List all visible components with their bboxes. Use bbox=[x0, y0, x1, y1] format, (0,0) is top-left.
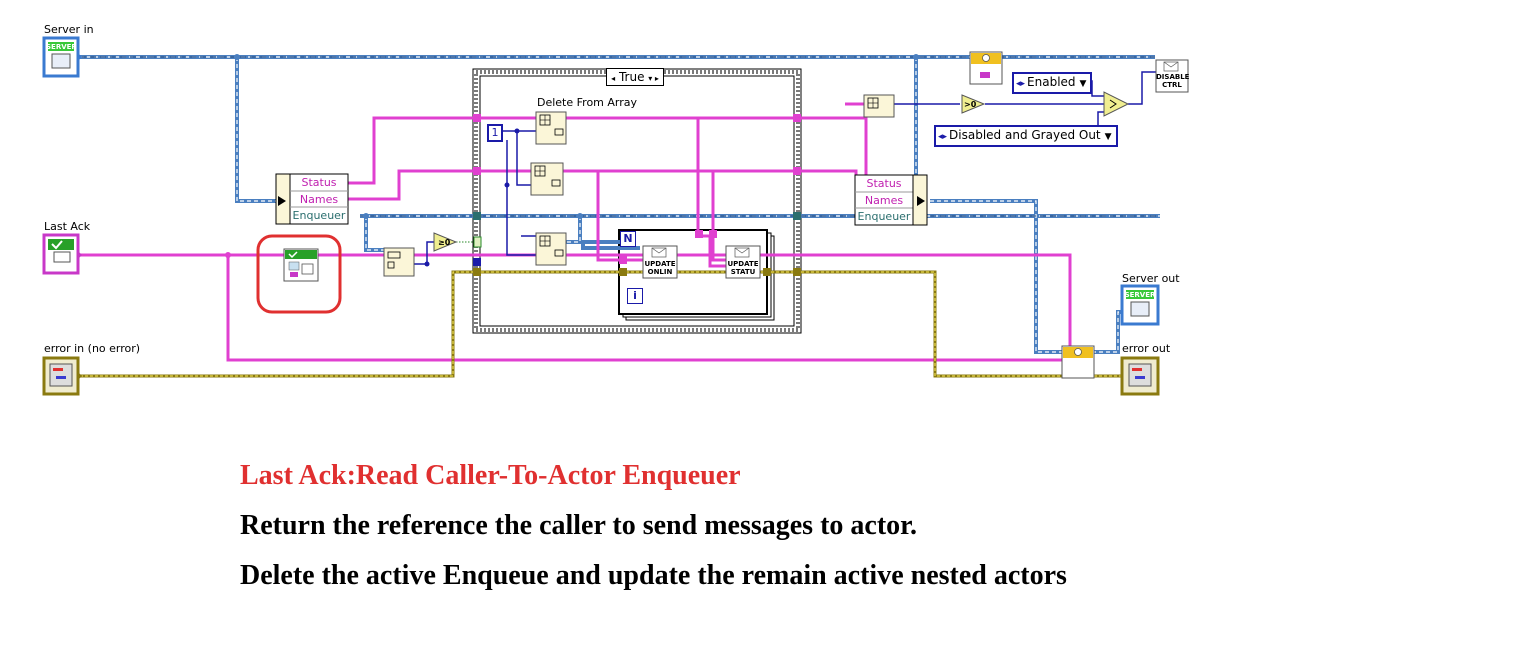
loop-iteration-terminal: i bbox=[627, 288, 643, 304]
delete-from-array-node-1[interactable] bbox=[535, 111, 567, 145]
server-out-icon-text: SERVER bbox=[1124, 291, 1156, 299]
server-in-icon-text: SERVER bbox=[46, 43, 77, 51]
cluster-wires bbox=[80, 55, 1160, 354]
error-out-label: error out bbox=[1122, 342, 1171, 355]
ring-increment-icon: ◂▸ bbox=[1016, 79, 1026, 89]
error-wires bbox=[80, 270, 1124, 378]
enabled-ring-value: Enabled bbox=[1027, 75, 1076, 89]
error-in-label: error in (no error) bbox=[44, 342, 141, 355]
greater-zero-text: >0 bbox=[964, 100, 977, 109]
string-array-wires bbox=[80, 102, 1072, 362]
bundle-field-names[interactable]: Names bbox=[864, 194, 904, 207]
unbundle-field-status[interactable]: Status bbox=[301, 176, 337, 189]
delete-from-array-node-2[interactable] bbox=[530, 162, 564, 196]
server-property-node-bottom[interactable] bbox=[1061, 345, 1095, 379]
numeric-wires bbox=[414, 71, 1158, 265]
update-online-label: UPDATE ONLIN bbox=[644, 260, 676, 276]
server-out-terminal-icon[interactable] bbox=[1120, 284, 1160, 326]
last-ack-terminal-icon[interactable] bbox=[42, 233, 82, 275]
error-out-terminal-icon[interactable] bbox=[1120, 356, 1160, 396]
update-status-label: UPDATE STATU bbox=[727, 260, 759, 276]
select-function-icon[interactable] bbox=[1103, 91, 1130, 117]
case-selector-value: True bbox=[618, 70, 645, 84]
error-in-terminal-icon[interactable] bbox=[42, 356, 82, 396]
delete-from-array-node-3[interactable] bbox=[535, 232, 567, 266]
unbundle-field-names[interactable]: Names bbox=[299, 193, 339, 206]
unbundle-by-name[interactable] bbox=[275, 173, 349, 225]
server-in-terminal-icon[interactable] bbox=[42, 36, 82, 78]
disable-ctrl-subvi-icon[interactable] bbox=[1155, 59, 1189, 93]
chevron-down-icon: ▼ bbox=[1104, 132, 1112, 142]
update-online-subvi-icon[interactable] bbox=[642, 245, 678, 279]
disable-ctrl-label: DISABLE CTRL bbox=[1156, 73, 1190, 89]
case-tunnels bbox=[473, 114, 801, 276]
update-status-subvi-icon[interactable] bbox=[725, 245, 761, 279]
loop-count-terminal[interactable]: N bbox=[620, 231, 636, 247]
index-constant[interactable]: 1 bbox=[487, 124, 503, 142]
disabled-ring-constant[interactable]: ◂▸Disabled and Grayed Out▼ bbox=[934, 125, 1118, 147]
delete-from-array-label: Delete From Array bbox=[537, 96, 638, 109]
enabled-ring-constant[interactable]: ◂▸Enabled▼ bbox=[1012, 72, 1093, 94]
bundle-field-status[interactable]: Status bbox=[866, 177, 902, 190]
read-enqueuer-subvi-icon[interactable] bbox=[256, 234, 342, 314]
chevron-down-icon: ▼ bbox=[1079, 79, 1087, 89]
boolean-indicator-icon bbox=[473, 236, 482, 248]
caption-line-1: Return the reference the caller to send … bbox=[240, 510, 918, 541]
greater-equal-zero-icon[interactable] bbox=[433, 232, 458, 252]
ring-increment-icon: ◂▸ bbox=[938, 132, 948, 142]
last-ack-label: Last Ack bbox=[44, 220, 91, 233]
greater-equal-zero-text: ≥0 bbox=[438, 238, 451, 247]
caption-line-2: Delete the active Enqueue and update the… bbox=[240, 560, 1067, 591]
caption-title: Last Ack:Read Caller-To-Actor Enqueuer bbox=[240, 460, 741, 491]
server-in-label: Server in bbox=[44, 23, 94, 36]
server-property-node-top[interactable] bbox=[969, 51, 1003, 85]
bundle-by-name[interactable] bbox=[854, 174, 928, 226]
server-out-label: Server out bbox=[1122, 272, 1180, 285]
unbundle-field-enqueuer[interactable]: Enqueuer bbox=[292, 209, 346, 222]
wire-junctions bbox=[225, 54, 919, 267]
disabled-ring-value: Disabled and Grayed Out bbox=[949, 128, 1101, 142]
bundle-field-enqueuer[interactable]: Enqueuer bbox=[857, 210, 911, 223]
array-size-function-icon[interactable] bbox=[863, 94, 895, 118]
search-array-function-icon[interactable] bbox=[383, 247, 415, 277]
case-selector[interactable]: ◂ True ▾ ▸ bbox=[606, 68, 664, 86]
greater-zero-icon[interactable] bbox=[961, 94, 986, 114]
